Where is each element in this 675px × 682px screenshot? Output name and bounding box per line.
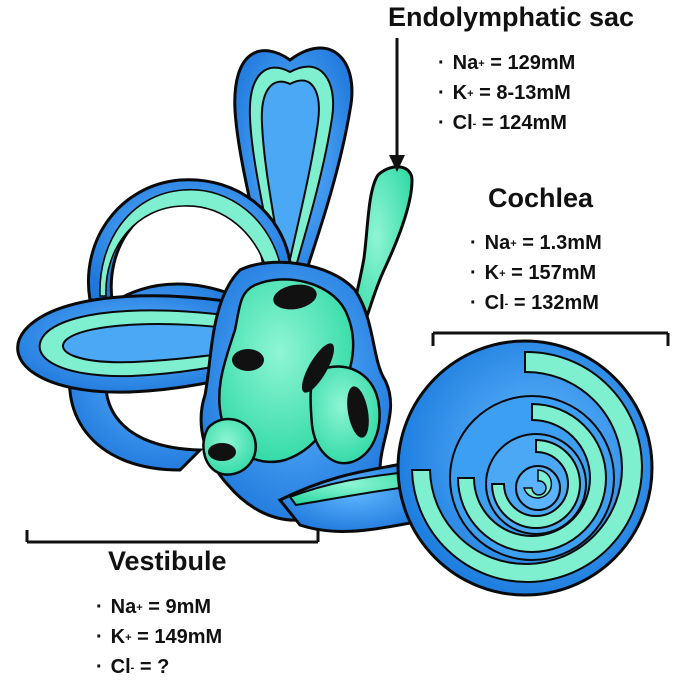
macula-5 [208, 443, 236, 461]
endolymphatic-sac-heading: Endolymphatic sac [388, 2, 635, 32]
macula-4 [347, 386, 369, 438]
macula-2 [232, 349, 264, 371]
lateral-canal [16, 294, 252, 394]
vestibule-bracket [25, 530, 320, 544]
ion-row-k: ·K+ = 149mM [96, 626, 223, 648]
ion-row-na: ·Na+ = 9mM [96, 596, 212, 618]
ion-row-cl: ·Cl- = 124mM [438, 112, 567, 134]
cochlea-heading: Cochlea [488, 183, 594, 213]
endolymphatic-sac-ion-list: ·Na+ = 129mM ·K+ = 8-13mM ·Cl- = 124mM [438, 48, 575, 138]
vestibule-heading: Vestibule [108, 546, 227, 576]
superior-canal [233, 46, 354, 292]
ion-row-k: ·K+ = 157mM [470, 262, 597, 284]
ion-row-cl: ·Cl- = ? [96, 656, 170, 678]
endolymphatic-sac-arrow [389, 38, 405, 172]
cochlea-bracket [431, 331, 670, 346]
vestibule-ion-list: ·Na+ = 9mM ·K+ = 149mM ·Cl- = ? [96, 592, 222, 682]
macula-3 [301, 343, 335, 393]
vestibule-body [199, 260, 393, 522]
ion-row-na: ·Na+ = 1.3mM [470, 232, 602, 254]
ion-row-na: ·Na+ = 129mM [438, 52, 576, 74]
cochlea-ion-list: ·Na+ = 1.3mM ·K+ = 157mM ·Cl- = 132mM [470, 228, 602, 318]
cochlea-spiral [396, 339, 654, 597]
macula-1 [273, 284, 317, 310]
ion-row-k: ·K+ = 8-13mM [438, 82, 571, 104]
ion-row-cl: ·Cl- = 132mM [470, 292, 599, 314]
